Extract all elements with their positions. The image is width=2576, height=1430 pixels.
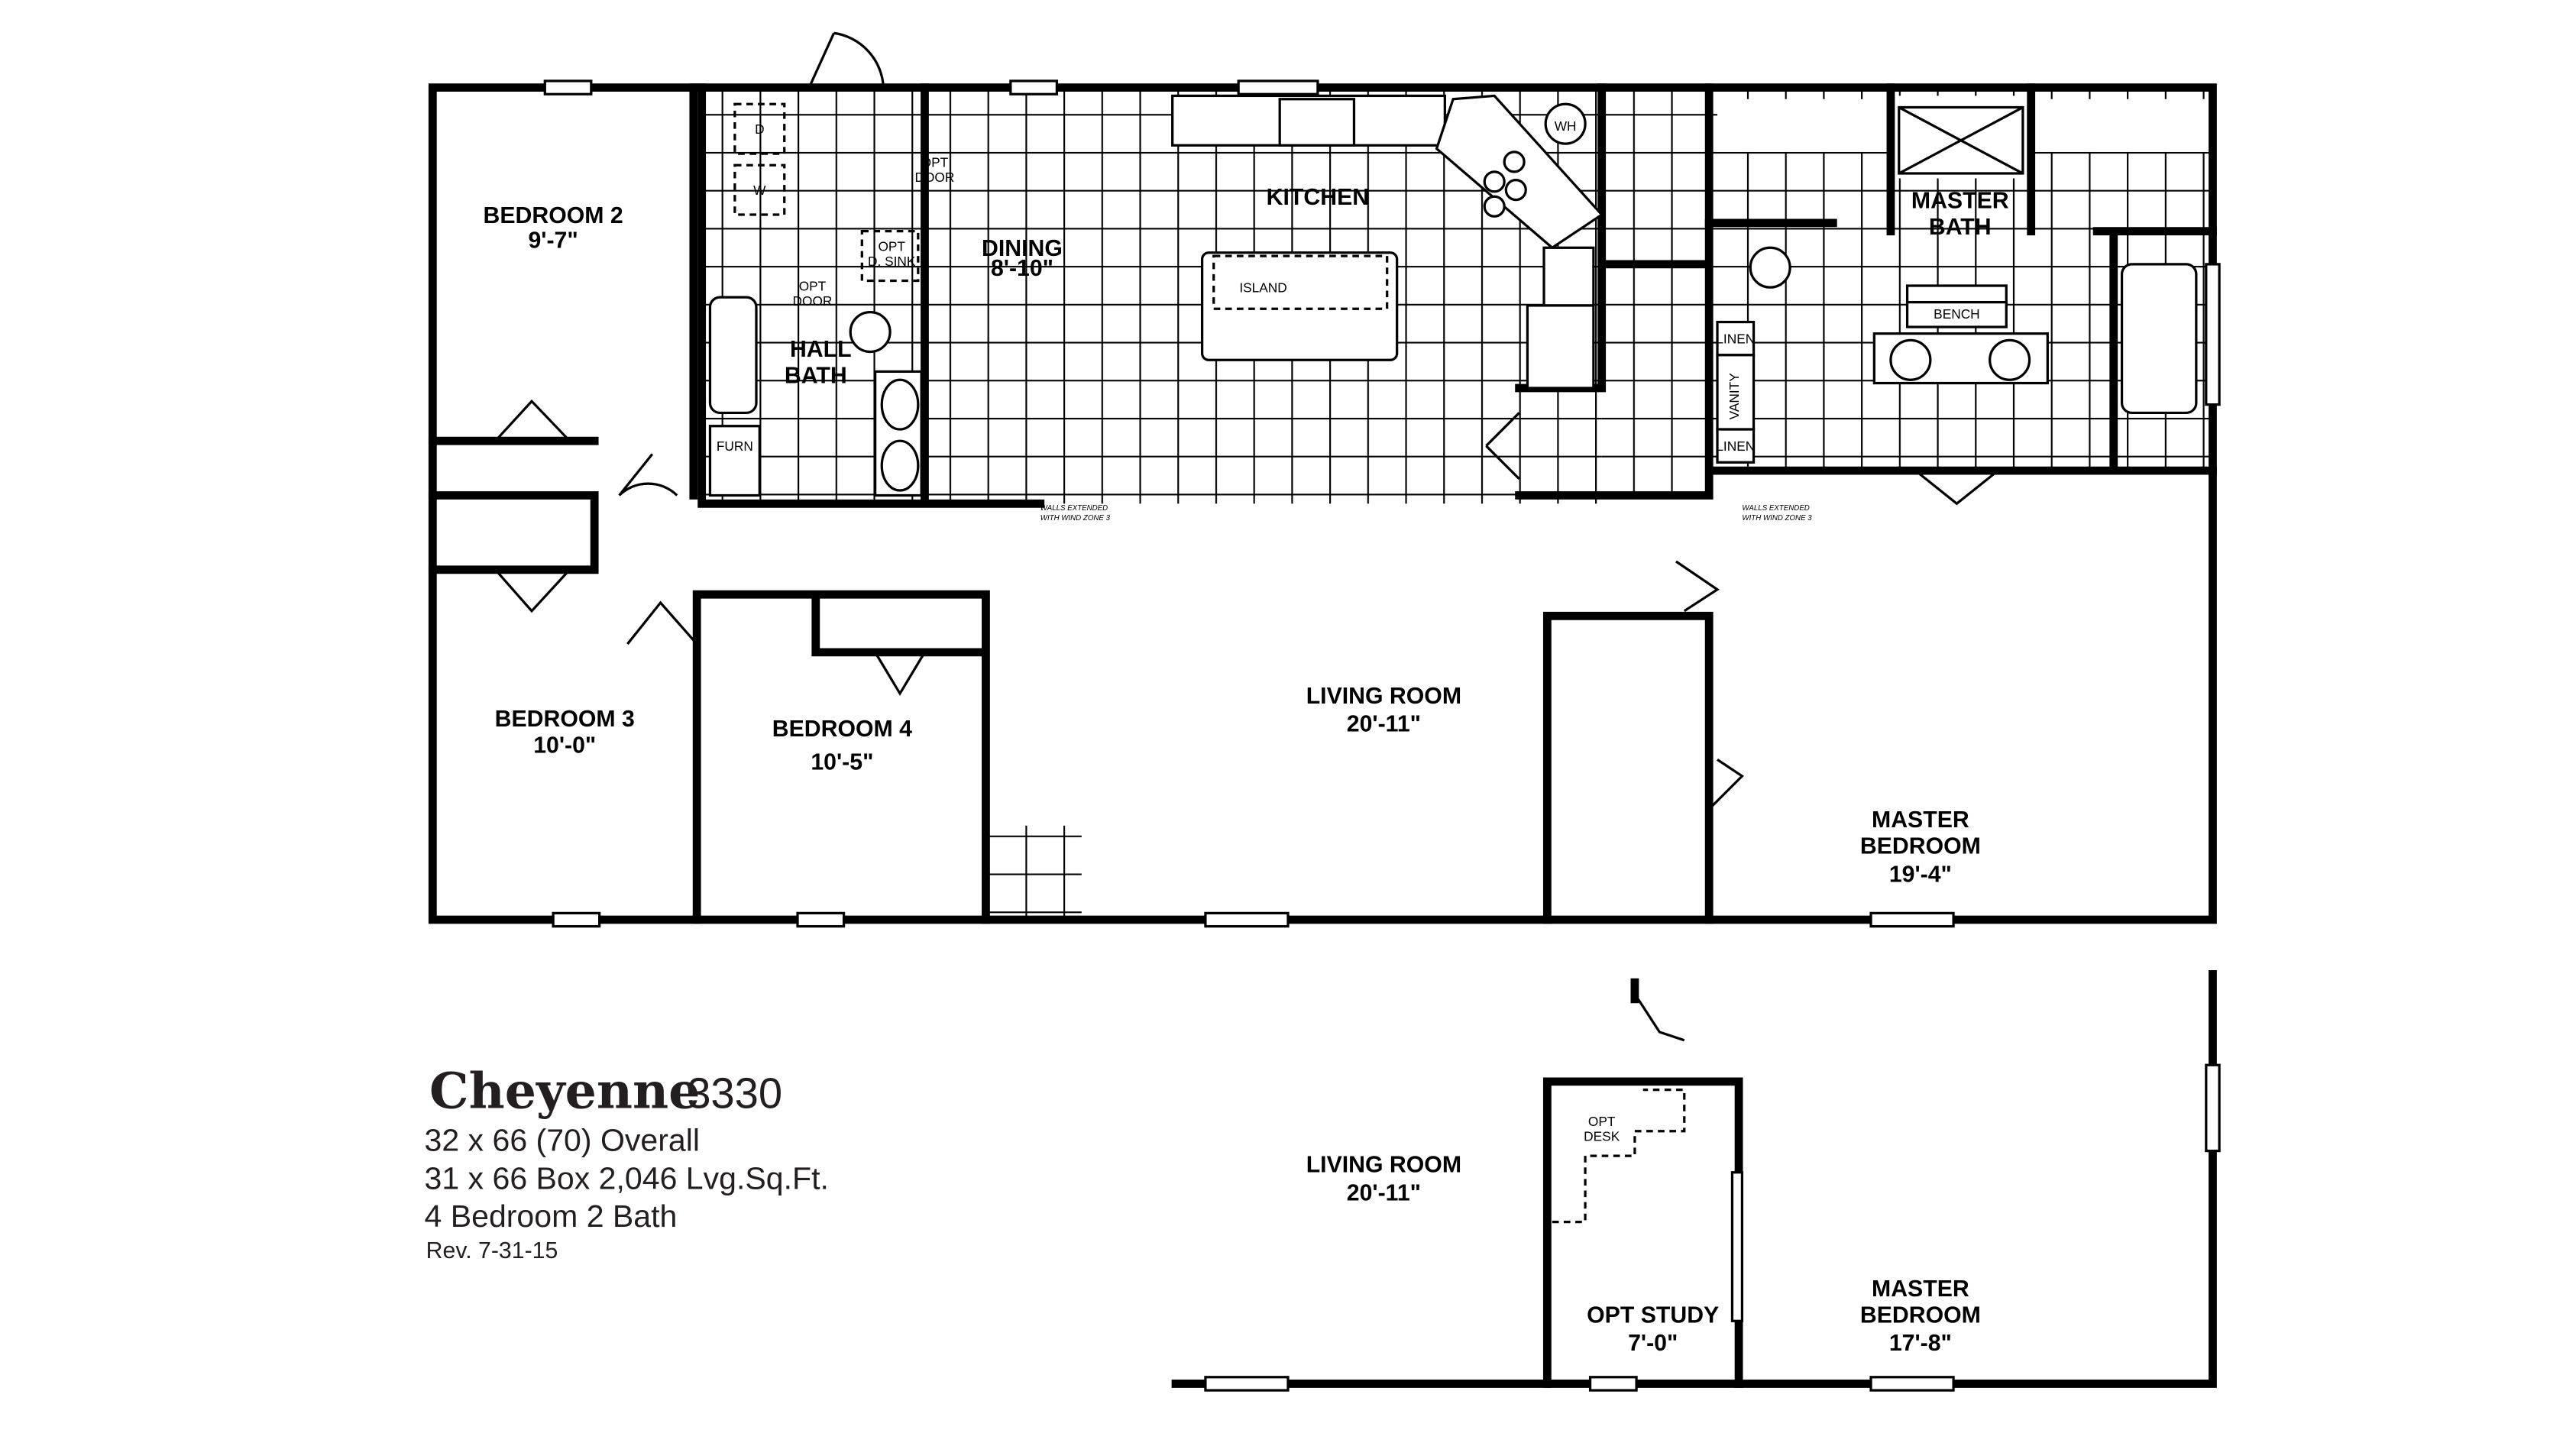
hall-toilet xyxy=(849,310,892,354)
hall-bath-name-1: HALL xyxy=(790,337,852,362)
plan-model: 3330 xyxy=(687,1069,782,1117)
bedroom3-size: 10'-0" xyxy=(533,733,596,759)
kitchen-island xyxy=(1200,251,1399,361)
spec-bed-bath: 4 Bedroom 2 Bath xyxy=(425,1199,678,1234)
master-bath-name-1: MASTER xyxy=(1911,188,2009,213)
vanity-label: VANITY xyxy=(1727,373,1742,420)
opt-dsink-opt: OPT xyxy=(878,239,905,254)
optional-study-plan: OPT DESK LIVING ROOM 20'-11" OPT STUDY 7… xyxy=(1171,969,2221,1392)
kitchen-name: KITCHEN xyxy=(1267,185,1369,210)
linen-label-1: LINEN xyxy=(1716,332,1755,347)
spec-overall: 32 x 66 (70) Overall xyxy=(425,1123,700,1158)
opt-door-2-label: DOOR xyxy=(793,293,833,309)
wind-note-2b: WITH WIND ZONE 3 xyxy=(1742,514,1812,522)
washer-label: W xyxy=(753,183,766,198)
opt-study-size: 7'-0" xyxy=(1628,1331,1678,1356)
opt-door-2-opt: OPT xyxy=(799,278,827,293)
bedroom2-name: BEDROOM 2 xyxy=(484,203,623,228)
opt-master-name-1: MASTER xyxy=(1872,1276,1969,1302)
opt-label: OPT xyxy=(921,154,949,170)
opt-desk-label: DESK xyxy=(1584,1129,1620,1144)
furnace-label: FURN xyxy=(717,438,753,454)
bedroom4-size: 10'-5" xyxy=(811,749,873,775)
living-name: LIVING ROOM xyxy=(1306,684,1461,709)
opt-desk-opt: OPT xyxy=(1588,1114,1616,1129)
windows xyxy=(543,79,2221,928)
water-heater-label: WH xyxy=(1555,118,1577,134)
living-size: 20'-11" xyxy=(1347,712,1421,737)
room-labels: BEDROOM 2 9'-7" BEDROOM 3 10'-0" BEDROOM… xyxy=(484,185,2009,887)
opt-living-name: LIVING ROOM xyxy=(1306,1153,1461,1178)
opt-door-label: DOOR xyxy=(915,170,955,185)
master-bedroom-size: 19'-4" xyxy=(1889,862,1952,887)
master-bedroom-name-2: BEDROOM xyxy=(1860,834,1981,859)
doors xyxy=(494,31,1999,810)
dining-name: DINING xyxy=(982,236,1063,261)
wind-note-1b: WITH WIND ZONE 3 xyxy=(1040,514,1111,522)
bedroom4-name: BEDROOM 4 xyxy=(772,717,912,742)
revision: Rev. 7-31-15 xyxy=(426,1238,558,1263)
bench-label: BENCH xyxy=(1934,306,1980,322)
master-tub xyxy=(2120,263,2198,415)
island-label: ISLAND xyxy=(1239,280,1286,296)
title-block: Cheyenne 3330 32 x 66 (70) Overall 31 x … xyxy=(425,1062,829,1263)
master-bedroom-name-1: MASTER xyxy=(1872,807,1969,833)
master-bath-name-2: BATH xyxy=(1929,215,1992,240)
dining-size: 8'-10" xyxy=(991,256,1053,281)
wind-note-1a: WALLS EXTENDED xyxy=(1040,504,1108,513)
bedroom3-name: BEDROOM 3 xyxy=(495,707,635,732)
fixtures: D W OPT DOOR OPT D. SINK OPT DOOR FURN W… xyxy=(708,94,2198,522)
linen-label-2: LINEN xyxy=(1716,438,1755,454)
spec-box: 31 x 66 Box 2,046 Lvg.Sq.Ft. xyxy=(425,1160,829,1195)
dryer-label: D xyxy=(755,121,764,137)
opt-master-name-2: BEDROOM xyxy=(1860,1302,1981,1328)
hall-tub xyxy=(708,296,758,415)
opt-master-size: 17'-8" xyxy=(1889,1331,1952,1356)
opt-study-name: OPT STUDY xyxy=(1587,1302,1719,1328)
opt-dsink-label: D. SINK xyxy=(868,254,916,269)
hall-bath-name-2: BATH xyxy=(785,364,847,389)
opt-living-size: 20'-11" xyxy=(1347,1180,1421,1205)
plan-name: Cheyenne xyxy=(429,1062,700,1120)
bedroom2-size: 9'-7" xyxy=(528,228,578,253)
wind-note-2a: WALLS EXTENDED xyxy=(1742,504,1809,513)
